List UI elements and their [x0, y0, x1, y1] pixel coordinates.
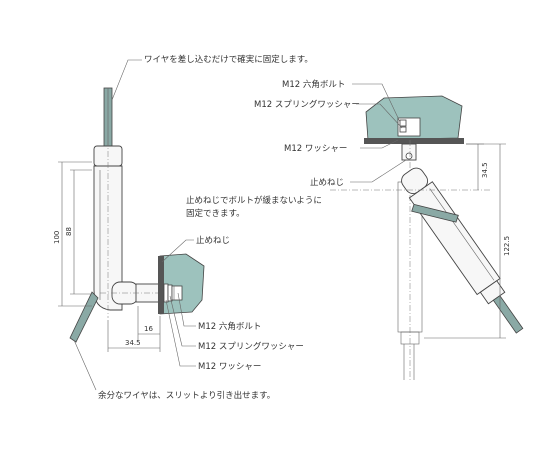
dim-34-5-label: 34.5 [125, 339, 141, 347]
right-spring-washer [399, 126, 407, 133]
left-view [58, 59, 205, 391]
left-spring-washer [167, 284, 173, 302]
left-set-screw-label: 止めねじ [196, 235, 230, 246]
left-washer-label: M12 ワッシャー [198, 362, 261, 372]
right-screw-leader [350, 159, 407, 183]
right-ceiling-plate [364, 138, 464, 144]
dim-16-label: 16 [144, 325, 153, 333]
right-tilted-holder [401, 167, 524, 334]
dim-88-label: 88 [65, 227, 73, 236]
right-washer-label: M12 ワッシャー [284, 144, 347, 154]
right-set-screw-note-line1: 止めねじでボルトが緩まないように [186, 195, 322, 206]
dim-right-34-5-label: 34.5 [481, 162, 489, 178]
left-excess-leader [73, 339, 97, 391]
right-hex-leader [352, 83, 401, 123]
right-spring-leader [356, 103, 403, 129]
left-excess-wire [69, 291, 99, 343]
dim-100-label: 100 [53, 231, 61, 244]
left-wire-fix-label: ワイヤを差し込むだけで確実に固定します。 [144, 54, 313, 65]
right-view [330, 83, 524, 380]
left-washer [163, 283, 169, 303]
right-tilted-wire [492, 295, 524, 334]
right-set-screw-label: 止めねじ [310, 177, 344, 188]
left-washer-leader [165, 299, 196, 367]
left-wall-plate [158, 256, 164, 314]
right-hex-bolt-label: M12 六角ボルト [282, 79, 345, 90]
right-washer-leader [360, 139, 399, 149]
right-excess-wire [411, 203, 459, 223]
left-spring-leader [169, 295, 196, 347]
left-set-screw-leader [161, 239, 194, 263]
right-spring-washer-label: M12 スプリングワッシャー [254, 99, 360, 110]
dim-122-5-label: 122.5 [503, 236, 511, 256]
right-set-screw-note-line2: 固定できます。 [186, 208, 245, 219]
left-bolt-leader [177, 292, 196, 327]
right-tilted-edge [429, 188, 495, 281]
right-tilted-body [408, 181, 501, 296]
right-bolt-head [399, 119, 407, 127]
left-hex-bolt [171, 285, 183, 301]
left-excess-wire-label: 余分なワイヤは、スリットより引き出せます。 [98, 390, 275, 401]
left-wire-leader [111, 59, 142, 101]
right-mount [401, 143, 417, 161]
right-set-screw [405, 152, 413, 160]
left-holder-body [93, 165, 123, 311]
left-spring-washer-label: M12 スプリングワッシャー [198, 341, 304, 352]
left-hex-bolt-label: M12 六角ボルト [198, 321, 261, 332]
